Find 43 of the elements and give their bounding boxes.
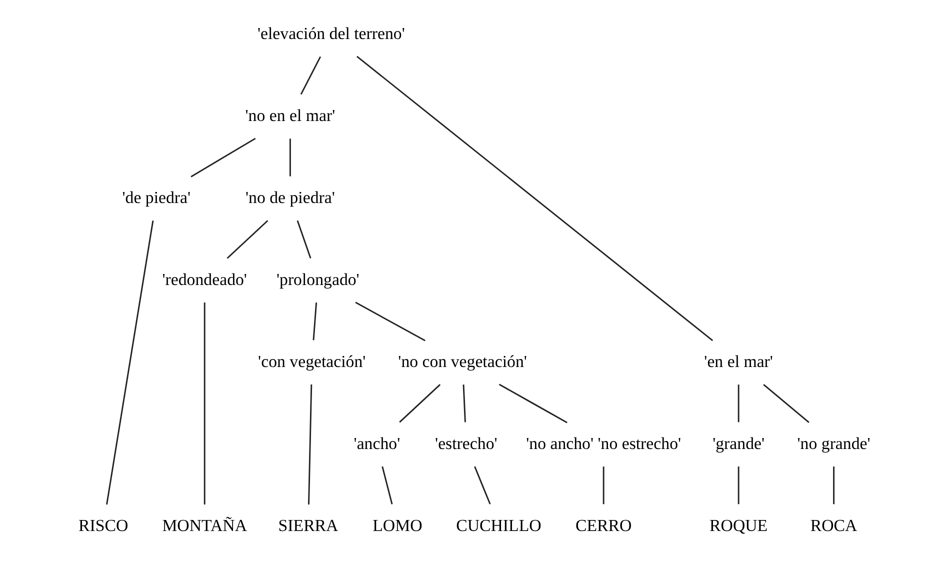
node-text: 'no de piedra' [245,188,335,207]
connector [226,220,268,259]
node-text: 'estrecho' [435,434,498,453]
connector [763,384,810,424]
connector [312,302,318,340]
node-text: 'elevación del terreno' [257,24,405,44]
connector [738,384,740,422]
connector [474,466,491,504]
node-text: 'no en el mar' [245,106,336,126]
connector [190,138,256,178]
node-text: LOMO [372,516,422,535]
node-text: MONTAÑA [162,516,248,535]
connector [308,384,312,504]
connector [289,138,291,176]
node-text: SIERRA [278,516,338,535]
node-text: 'no ancho' 'no estrecho' [526,434,682,453]
node-text: 'de piedra' [122,188,191,207]
connector [356,56,714,342]
connector [106,220,154,505]
connector [382,466,393,504]
connector [296,220,312,258]
connector [462,384,466,422]
connector [738,466,740,504]
node-text: CUCHILLO [456,516,542,535]
connector [498,384,568,424]
node-text: 'redondeado' [162,270,247,289]
node-text: CERRO [575,516,632,535]
node-text: RISCO [78,516,128,535]
node-text: 'en el mar' [704,352,773,371]
node-text: 'ancho' [354,434,400,453]
node-text: ROCA [810,516,858,535]
connector [300,56,322,95]
node-text: 'prolongado' [276,270,360,289]
connector [355,302,426,342]
connector [602,466,604,504]
connector [833,466,835,504]
connector [399,384,441,423]
node-text: 'grande' [712,434,765,453]
node-text: 'con vegetación' [258,352,366,371]
connector [204,302,206,504]
node-text: 'no con vegetación' [398,352,527,371]
node-text: 'no grande' [797,434,870,453]
node-text: ROQUE [710,516,768,535]
